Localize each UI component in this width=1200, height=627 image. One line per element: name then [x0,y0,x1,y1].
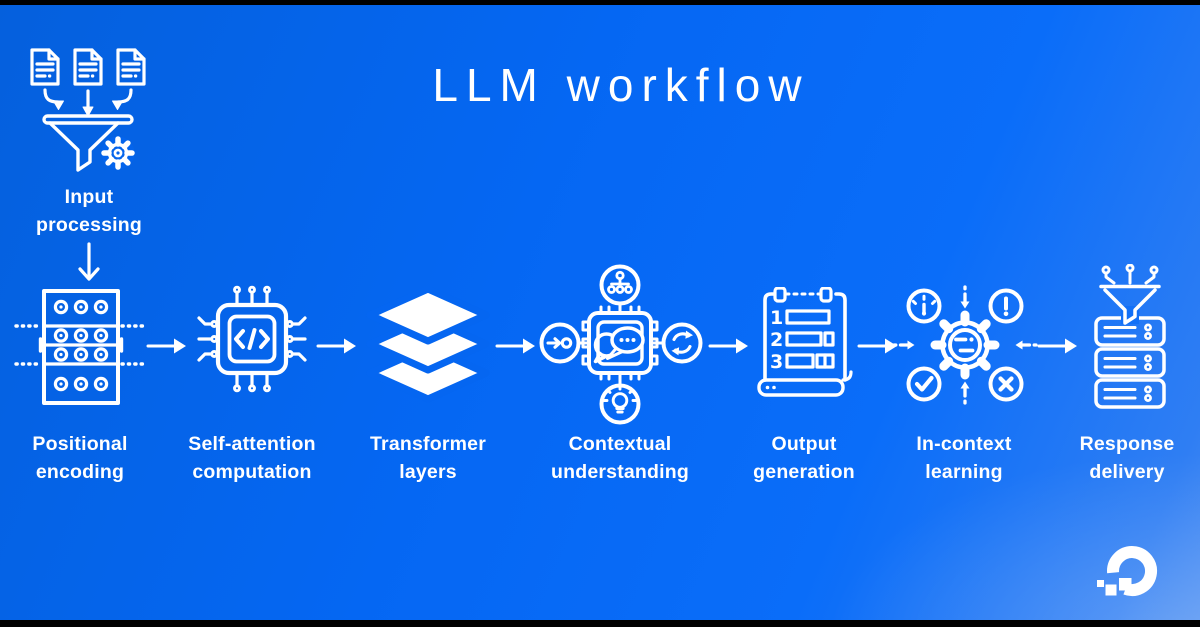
funnel-server-stack-icon [1094,264,1166,409]
input-stage-label: Input processing [9,184,169,239]
input-arrow-icon [546,337,573,349]
flow-arrow-icon [146,338,186,354]
step-label-line: Positional [32,433,128,455]
cpu-chip-code-icon [197,285,307,393]
flow-arrow-icon [316,338,356,354]
list-number: 2 [770,329,783,351]
step-label-positional-encoding: Positional encoding [0,431,180,486]
step-label-line: Contextual [568,433,672,455]
feedback-gear-icon [892,285,1038,405]
down-arrow-icon [78,242,100,281]
funnel-icon [1099,284,1161,325]
step-label-self-attention: Self-attention computation [152,431,352,486]
input-stage-label-line2: processing [35,213,143,236]
server-stack [1094,316,1166,409]
hierarchy-icon [607,270,633,294]
step-label-line: Self-attention [188,433,316,455]
document-icon [116,48,146,86]
step-label-in-context-learning: In-context learning [864,431,1064,486]
step-label-line: Output [771,433,837,455]
input-stage-label-line1: Input [64,186,114,208]
code-glyph [234,328,270,350]
step-label-line: Response [1079,433,1175,455]
page-title: LLM workflow [432,59,810,111]
bottom-letterbox-bar [0,620,1200,627]
gear-icon [101,136,135,170]
stacked-layers-icon [366,287,490,403]
list-number: 1 [770,307,783,329]
step-label-line: generation [753,460,855,483]
digitalocean-logo [1097,546,1158,597]
step-label-line: In-context [916,433,1012,455]
flow-arrow-icon [708,338,748,354]
robot-face-icon [954,337,975,353]
chip-chat-network-icon [539,264,703,425]
x-icon [998,376,1014,392]
document-icon [73,48,103,86]
flow-arrow-icon [495,338,535,354]
documents-to-funnel-icon [30,48,146,172]
funnel-icon [42,114,134,172]
step-label-output-generation: Output generation [704,431,904,486]
step-label-line: computation [192,460,312,483]
lightbulb-icon [602,384,638,414]
step-label-transformer-layers: Transformer layers [328,431,528,486]
flow-arrow-icon [1037,338,1077,354]
check-icon [914,375,934,392]
step-label-line: encoding [35,460,125,483]
document-icon [30,48,60,86]
numbered-list-scroll-icon: 1 2 3 [757,287,853,397]
flow-arrow-icon [857,338,897,354]
step-label-line: Transformer [370,433,486,455]
top-letterbox-bar [0,0,1200,5]
step-label-contextual-understanding: Contextual understanding [520,431,720,486]
step-label-line: understanding [550,460,689,483]
step-label-response-delivery: Response delivery [1027,431,1200,486]
chat-bubbles-icon [593,326,645,364]
list-number: 3 [770,351,783,373]
step-label-line: learning [925,460,1003,483]
step-label-line: layers [399,460,457,483]
positional-encoding-matrix-icon [14,289,146,405]
step-label-line: delivery [1089,460,1165,483]
